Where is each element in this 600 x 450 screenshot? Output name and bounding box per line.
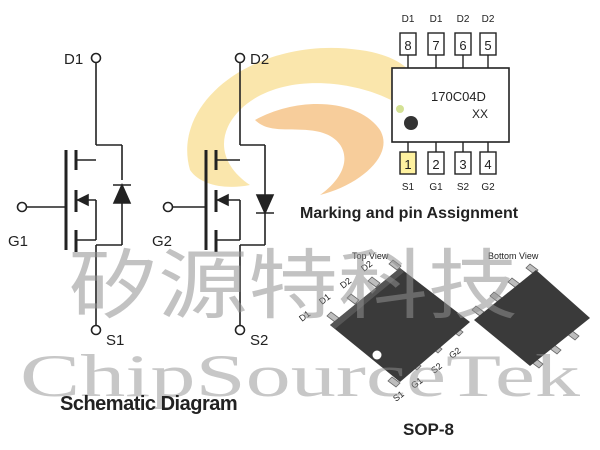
pin-number: 3 [459,157,466,172]
pin-name: G1 [429,182,443,193]
body-diode-right [255,194,275,215]
pin-name: D1 [430,14,443,25]
pin-number: 6 [459,38,466,53]
marking-code: 170C04D [431,89,486,104]
label-source-left: S1 [106,332,124,349]
label-gate-left: G1 [8,233,28,250]
pin-number: 2 [432,157,439,172]
mosfet-left [16,52,132,336]
logo-swoosh-icon [187,47,417,195]
pin-name: D2 [482,14,495,25]
gate-terminal-right [162,201,174,213]
pin-name: G2 [481,182,495,193]
body-diode-left [112,183,132,204]
sop8-top-view [326,259,470,388]
marking-title: Marking and pin Assignment [300,205,519,222]
label-drain-left: D1 [64,51,83,68]
pin-number: 4 [484,157,491,172]
sop8-bottom-view [471,263,590,369]
watermark-chinese: 矽源特科技 [68,241,518,330]
gate-terminal-left [16,201,28,213]
schematic-title: Schematic Diagram [60,393,238,415]
pin-name: D1 [402,14,415,25]
package-name: SOP-8 [403,420,455,439]
pin-name: S2 [457,182,470,193]
source-terminal-right [234,324,246,336]
label-gate-right: G2 [152,233,172,250]
drain-terminal-right [234,52,246,64]
watermark-english: ChipSourceTek [20,343,580,409]
marking-lot: XX [472,107,488,121]
pin-number: 7 [432,38,439,53]
pin-name: D2 [457,14,470,25]
bottom-view-label: Bottom View [488,251,539,261]
pin-number: 5 [484,38,491,53]
mosfet-right [162,52,275,336]
label-source-right: S2 [250,332,268,349]
pin-name: S1 [402,182,415,193]
pin1-dot-icon [404,116,418,130]
pin-number: 1 [404,157,411,172]
top-view-label: Top View [352,251,389,261]
marking-diagram [391,32,510,175]
chip-outline [391,67,510,143]
drain-terminal-left [90,52,102,64]
pin-number: 8 [404,38,411,53]
pin1-dot-icon [372,350,382,360]
label-drain-right: D2 [250,51,269,68]
source-terminal-left [90,324,102,336]
